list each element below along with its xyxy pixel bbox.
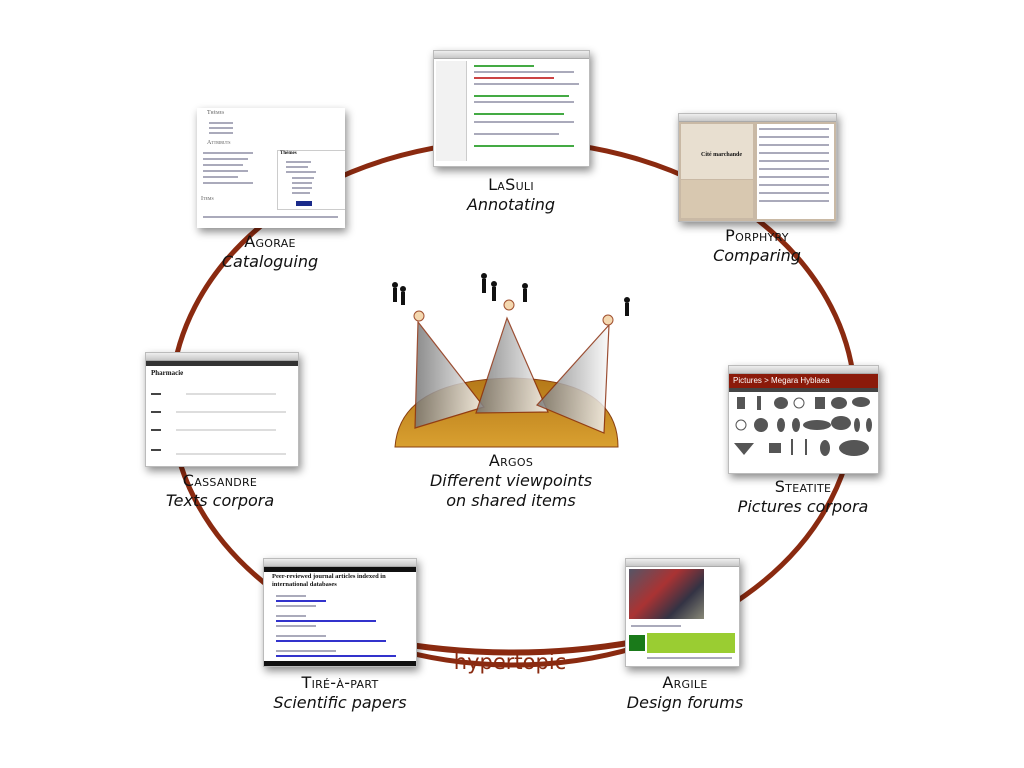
lasuli-label: LaSuli Annotating: [467, 175, 555, 215]
agorae-items-heading: Items: [201, 196, 214, 202]
cassandre-screenshot[interactable]: Pharmacie: [145, 352, 299, 467]
argos-label: Argos Different viewpoints on shared ite…: [430, 451, 592, 511]
tool-name: Porphyry: [725, 226, 789, 245]
tool-role: Pictures corpora: [737, 497, 869, 516]
magnifier-icon: [503, 299, 515, 311]
argos-name: Argos: [488, 451, 534, 470]
agorae-panel-title: Thèmes: [280, 151, 297, 156]
tool-role: Texts corpora: [165, 491, 275, 510]
porphyry-label: Porphyry Comparing: [713, 226, 801, 266]
beam-middle: [475, 316, 549, 414]
beam-right: [535, 323, 610, 434]
tool-name: LaSuli: [488, 175, 534, 194]
tire-a-part-heading: Peer-reviewed journal articles indexed i…: [272, 573, 386, 588]
tool-name: Argile: [662, 673, 708, 692]
argile-label: Argile Design forums: [627, 673, 743, 713]
magnifier-icon: [413, 310, 425, 322]
tool-role: Design forums: [626, 693, 744, 712]
hypertopic-brand: hypertopic: [453, 650, 567, 674]
steatite-label: Steatite Pictures corpora: [738, 477, 869, 517]
magnifier-icon: [602, 314, 614, 326]
agorae-attributes-heading: Attributs: [207, 140, 231, 146]
tool-name: Steatite: [774, 477, 832, 496]
tool-name: Tiré-à-part: [301, 673, 379, 692]
steatite-screenshot[interactable]: Pictures > Megara Hyblaea: [728, 365, 879, 474]
porphyry-screenshot[interactable]: Cité marchande: [678, 113, 837, 222]
tool-role: Annotating: [466, 195, 556, 214]
tool-role: Comparing: [713, 246, 801, 265]
agorae-themes-heading: Thèmes: [207, 110, 225, 116]
tool-name: Agorae: [244, 232, 296, 251]
agorae-screenshot[interactable]: Thèmes Attributs Items Thèmes: [197, 108, 345, 228]
tool-role: Cataloguing: [221, 252, 319, 271]
argos-role-line1: Different viewpoints: [429, 471, 593, 490]
people-icons: [392, 273, 630, 316]
steatite-heading: Pictures > Megara Hyblaea: [733, 376, 830, 385]
lasuli-screenshot[interactable]: [433, 50, 590, 167]
artifact-pictures: [734, 396, 872, 456]
argos-role-line2: on shared items: [446, 491, 576, 510]
beam-left: [414, 320, 486, 429]
cassandre-heading: Pharmacie: [151, 369, 184, 377]
tire-a-part-screenshot[interactable]: Peer-reviewed journal articles indexed i…: [263, 558, 417, 667]
tool-name: Cassandre: [182, 471, 258, 490]
agorae-label: Agorae Cataloguing: [222, 232, 318, 272]
argos-illustration: [392, 273, 630, 448]
tool-role: Scientific papers: [273, 693, 407, 712]
porphyry-heading: Cité marchande: [701, 152, 743, 158]
argile-screenshot[interactable]: [625, 558, 740, 667]
cassandre-label: Cassandre Texts corpora: [166, 471, 274, 511]
tire-a-part-label: Tiré-à-part Scientific papers: [273, 673, 406, 713]
